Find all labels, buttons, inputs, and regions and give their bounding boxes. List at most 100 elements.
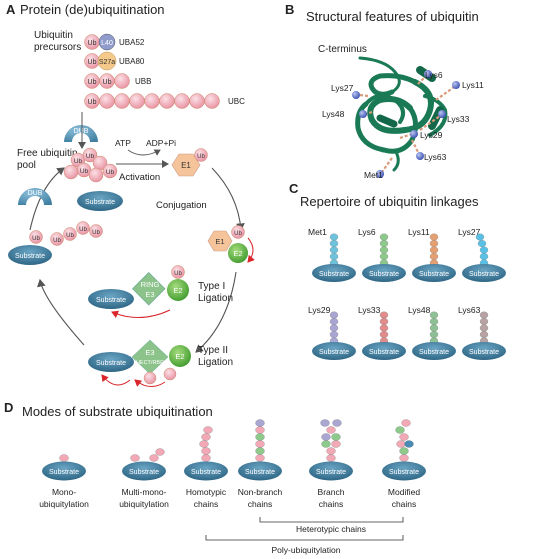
linkage-label: Met1 [308, 227, 327, 237]
ubc-row: Ub UBC [84, 93, 245, 109]
return-arrow [36, 278, 85, 346]
panel-a-title: Protein (de)ubiquitination [20, 2, 165, 17]
ubiquitinated-substrate: Substrate Ub Ub Ub Ub Ub [8, 221, 103, 265]
panel-d: D Modes of substrate ubiquitination Subs… [4, 400, 426, 555]
ub-label: Ub [32, 236, 40, 242]
type2-label: Type II [198, 345, 228, 356]
panel-c: C Repertoire of ubiquitin linkages Met1S… [289, 181, 506, 360]
hect-rbr-label: HECT/RBR [136, 360, 164, 366]
mode-label-line1: Multi-mono- [122, 487, 167, 497]
ub-unit [149, 454, 159, 462]
type2-ligation-label: Ligation [198, 357, 233, 368]
ub-unit [331, 433, 341, 441]
substrate-ellipse [362, 342, 406, 360]
ub-chain-unit [329, 233, 339, 241]
ub-unit [326, 426, 336, 434]
substrate-label: Substrate [419, 349, 449, 356]
ub-unit [326, 454, 336, 462]
modes-row: SubstrateMono-ubiquitylationSubstrateMul… [39, 419, 426, 509]
atp-label: ATP [115, 138, 131, 148]
gene-ubc: UBC [228, 97, 245, 106]
uba80-row: Ub S27a UBA80 [84, 51, 145, 71]
poly-label: Poly-ubiquitylation [272, 545, 341, 555]
ub-unit [399, 454, 409, 462]
substrate-label: Substrate [96, 360, 126, 367]
activation-label: Activation [119, 172, 160, 183]
ub-unit [59, 454, 69, 462]
ub-chain-unit [379, 318, 389, 325]
met1-label: Met1 [364, 170, 383, 180]
uba52-row: Ub L40 UBA52 [84, 33, 145, 51]
ub-chain-unit [479, 318, 489, 325]
substrate-ellipse [462, 342, 506, 360]
panel-d-title: Modes of substrate ubiquitination [22, 404, 213, 419]
lys11-label: Lys11 [462, 80, 484, 90]
ub-label: Ub [74, 158, 83, 165]
ub-label: Ub [88, 99, 97, 106]
linkage-label: Lys6 [358, 227, 376, 237]
panel-c-title: Repertoire of ubiquitin linkages [300, 194, 479, 209]
ub-label: Ub [86, 153, 95, 160]
ub-unit [201, 454, 211, 462]
ub-chain-unit [479, 311, 489, 319]
ub-unit [255, 454, 265, 462]
ub-unit [255, 419, 265, 427]
mode-label-line2: ubiquitylation [39, 499, 89, 509]
ub-chain-unit [429, 253, 439, 260]
ub-chain-unit [329, 311, 339, 319]
lys29-label: Lys29 [420, 130, 443, 140]
mode-label-line1: Non-branch [238, 487, 283, 497]
substrate-ellipse [312, 264, 356, 282]
lysine-residues [352, 70, 460, 178]
ub-chain-unit [329, 246, 339, 254]
ub-unit [320, 419, 330, 427]
ub-unit [155, 448, 165, 456]
linkage-label: Lys48 [408, 305, 431, 315]
ub-label: Ub [79, 227, 87, 233]
ub-chain-unit [479, 324, 489, 332]
type1-label: Type I [198, 281, 225, 292]
ub-chain-unit [329, 318, 339, 325]
ub-unit [395, 426, 405, 434]
panel-a: A Protein (de)ubiquitination Ubiquitin p… [6, 2, 255, 387]
e2-label: E2 [175, 352, 184, 361]
ub-label: Ub [88, 59, 97, 66]
e1-label: E1 [181, 161, 191, 170]
mode-label-line1: Homotypic [186, 487, 227, 497]
ub-unit [401, 419, 411, 427]
gene-uba52: UBA52 [119, 38, 145, 47]
dub-label: DUB [28, 190, 43, 197]
substrate-label: Substrate [245, 469, 275, 476]
ub-unit [255, 447, 265, 455]
s27a-label: S27a [99, 59, 115, 66]
ub-unit [201, 433, 211, 441]
ub-label: Ub [234, 231, 242, 237]
c-terminus-label: C-terminus [318, 44, 367, 55]
ub-unit [199, 440, 209, 448]
type2-ligation: Substrate E3 HECT/RBR E2 Type II Ligatio… [88, 339, 233, 387]
lys27-label: Lys27 [331, 83, 354, 93]
ub-label: Ub [106, 169, 115, 176]
mode-label-line1: Branch [318, 487, 345, 497]
ub-unit [326, 447, 336, 455]
mode-label-line1: Modified [388, 487, 420, 497]
ub-unit [399, 447, 409, 455]
ring-label: RING [141, 280, 160, 289]
ub-chain-unit [379, 246, 389, 254]
substrate-label: Substrate [96, 297, 126, 304]
e1-label: E1 [215, 237, 224, 246]
ub-unit [255, 433, 265, 441]
ub-chain-unit [379, 331, 389, 338]
ubb-row: Ub Ub UBB [84, 73, 151, 89]
ub-unit [404, 440, 414, 448]
mode-label-line2: chains [392, 499, 417, 509]
